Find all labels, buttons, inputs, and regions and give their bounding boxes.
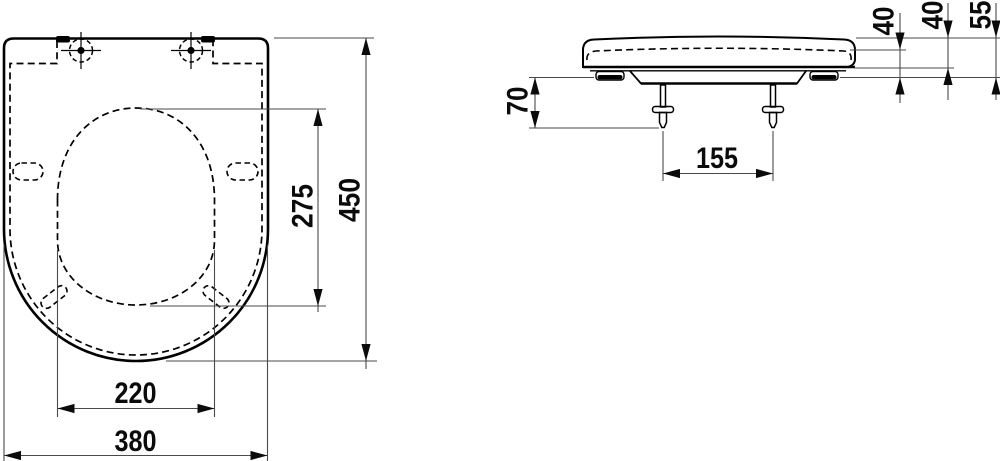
arrowhead xyxy=(197,403,215,414)
hinge-left-pin xyxy=(77,46,85,55)
arrowhead xyxy=(57,403,75,414)
arrowhead xyxy=(991,20,1000,38)
arrowhead xyxy=(361,344,371,361)
arrowhead xyxy=(756,168,773,179)
arrowhead xyxy=(313,289,323,306)
arrowhead xyxy=(895,77,905,95)
seat-lid-outline xyxy=(2,37,270,363)
dim-label-220: 220 xyxy=(115,377,157,410)
dim-label-70: 70 xyxy=(502,87,535,116)
bolt-left-tip xyxy=(658,111,668,129)
dimension-380: 380 xyxy=(3,245,269,461)
arrowhead xyxy=(530,77,540,95)
dim-label-155: 155 xyxy=(696,142,738,175)
dimension-275: 275 xyxy=(140,108,326,312)
arrowhead xyxy=(313,109,323,126)
side-pad-right-outline xyxy=(809,70,839,81)
dim-label-380: 380 xyxy=(115,425,157,458)
arrowhead xyxy=(4,450,21,461)
side-view xyxy=(582,35,856,129)
plan-view xyxy=(2,32,270,363)
arrowhead xyxy=(943,20,953,38)
hinge-right-pin xyxy=(187,46,195,55)
dimension-40-ring: 40 xyxy=(868,7,905,103)
seat-opening-outline xyxy=(56,107,216,306)
arrowhead xyxy=(895,32,905,50)
hinge-left xyxy=(61,32,101,69)
dim-label-275: 275 xyxy=(287,184,320,228)
bumper-upper-left xyxy=(12,162,44,181)
arrowhead xyxy=(250,450,268,461)
bolt-right-tip xyxy=(768,111,778,129)
arrowhead xyxy=(943,68,953,85)
arrowhead xyxy=(663,168,680,179)
seat-ring-hidden-outline xyxy=(9,41,263,356)
fixing-bolt-left xyxy=(651,84,675,129)
hinge-right xyxy=(171,32,211,69)
arrowhead xyxy=(361,38,371,55)
side-lid-outline xyxy=(582,35,856,68)
arrowhead xyxy=(530,111,540,128)
dimension-155: 155 xyxy=(662,131,774,181)
dimension-450: 450 xyxy=(166,37,377,369)
hinge-tab-left xyxy=(56,36,70,43)
dimension-70: 70 xyxy=(502,76,659,129)
bumper-upper-right xyxy=(226,162,259,181)
dim-label-450: 450 xyxy=(334,178,367,222)
dimension-40-lid: 40 xyxy=(917,1,953,100)
side-pad-left-base xyxy=(597,75,623,80)
side-pad-right xyxy=(809,70,839,81)
side-lid-hidden-line xyxy=(586,47,852,61)
dimension-220: 220 xyxy=(56,250,216,417)
fixing-bolt-right xyxy=(761,84,785,129)
side-pad-left-outline xyxy=(595,70,625,81)
dim-label-55: 55 xyxy=(965,1,998,30)
side-pad-right-base xyxy=(811,75,837,80)
dimension-55: 55 xyxy=(965,1,1000,100)
dim-label-40-lid: 40 xyxy=(917,1,950,30)
side-pad-left xyxy=(595,70,625,81)
hinge-tab-right xyxy=(201,36,215,43)
arrowhead xyxy=(991,77,1000,95)
dim-label-40-ring: 40 xyxy=(868,7,901,36)
